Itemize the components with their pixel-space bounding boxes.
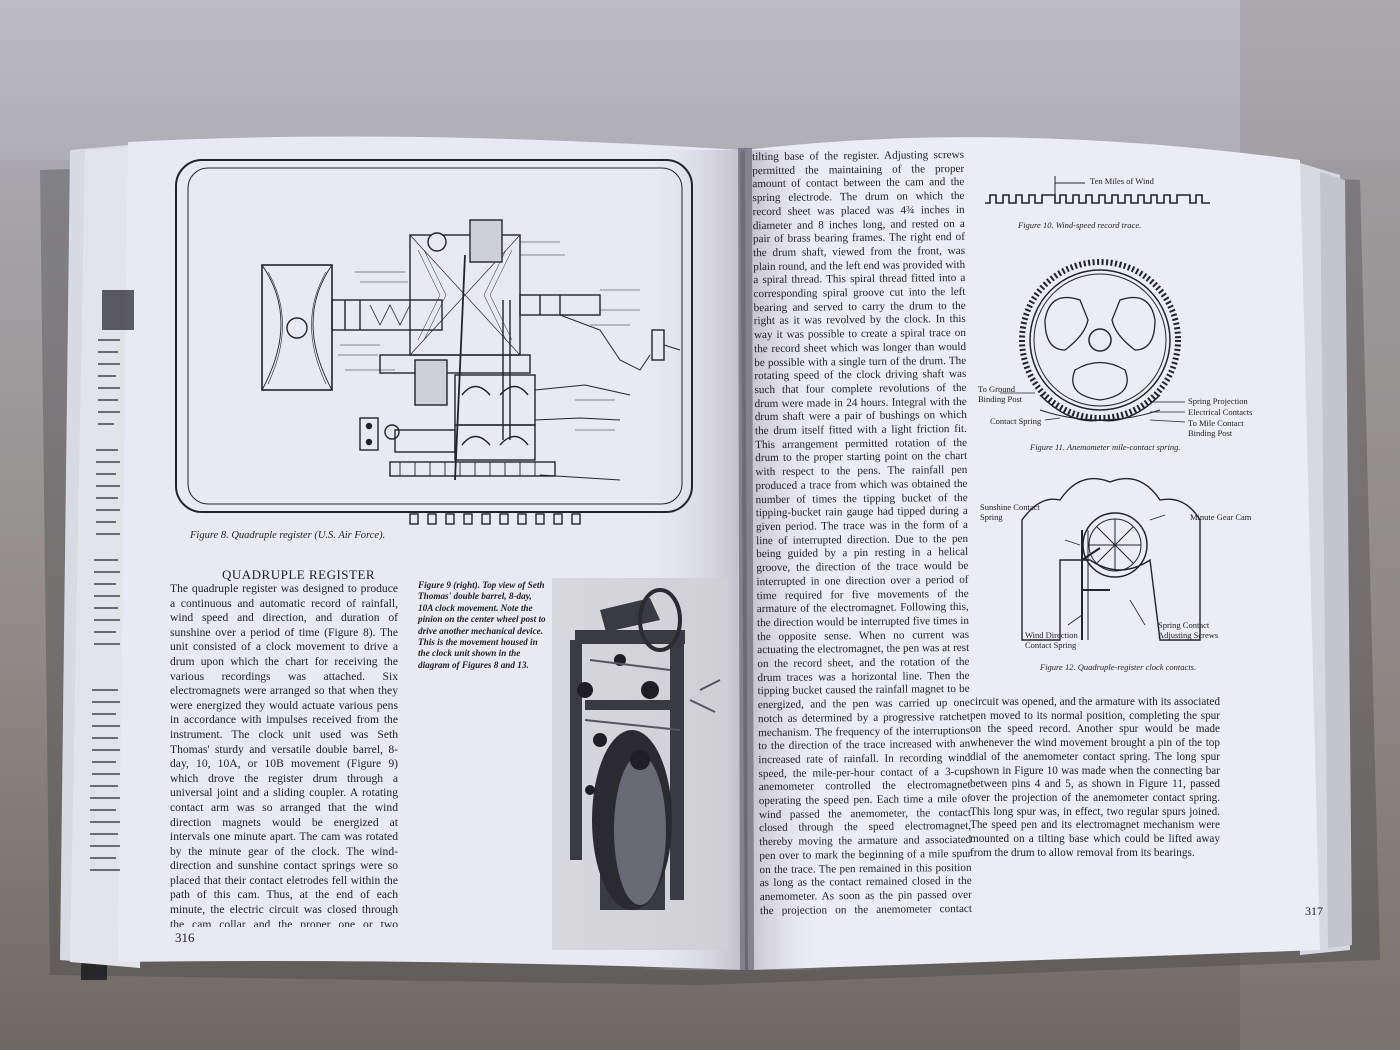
figure-10-caption: Figure 10. Wind-speed record trace. [1018,220,1142,230]
figure-10-trace [985,176,1210,204]
right-column-1: tilting base of the register. Adjusting … [752,149,972,916]
section-heading: QUADRUPLE REGISTER [222,567,376,582]
page-number-right: 317 [1305,904,1323,918]
fig11-label-spring-projection: Spring Projection [1188,396,1248,406]
figure-8-diagram [175,159,693,525]
figure-9-photo [552,578,728,950]
fig12-label-minute-gear: Minute Gear Cam [1190,512,1252,522]
figure-9-caption: Figure 9 (right). Top view of Seth Thoma… [418,580,546,670]
fig10-label: Ten Miles of Wind [1090,176,1154,186]
underlying-page-fragment [90,290,134,871]
page-number-left: 316 [175,930,195,945]
fig12-label-wind-direction: Wind Direction Contact Spring [1025,630,1078,650]
figure-8-caption: Figure 8. Quadruple register (U.S. Air F… [190,530,386,541]
fig11-label-mile-contact: To Mile Contact Binding Post [1188,418,1244,438]
left-body-paragraph: The quadruple register was designed to p… [170,582,398,927]
figure-12-caption: Figure 12. Quadruple-register clock cont… [1040,662,1197,672]
left-body-text: The quadruple register was designed to p… [170,582,398,927]
fig11-label-electrical-contacts: Electrical Contacts [1188,407,1253,417]
fig11-label-ground: To Ground Binding Post [978,384,1023,404]
fig12-label-adjusting: Spring Contact Adjusting Screws [1158,620,1219,640]
fig11-label-contact-spring: Contact Spring [990,416,1042,426]
fig12-label-sunshine: Sunshine Contact Spring [980,502,1040,522]
right-column-2-text: circuit was opened, and the armature wit… [970,696,1220,859]
figure-11-diagram [1000,259,1186,423]
figure-12-diagram [1021,477,1201,641]
right-column-1-text: tilting base of the register. Adjusting … [752,148,972,917]
right-column-2: circuit was opened, and the armature wit… [970,696,1220,906]
figure-11-caption: Figure 11. Anemometer mile-contact sprin… [1030,442,1181,452]
